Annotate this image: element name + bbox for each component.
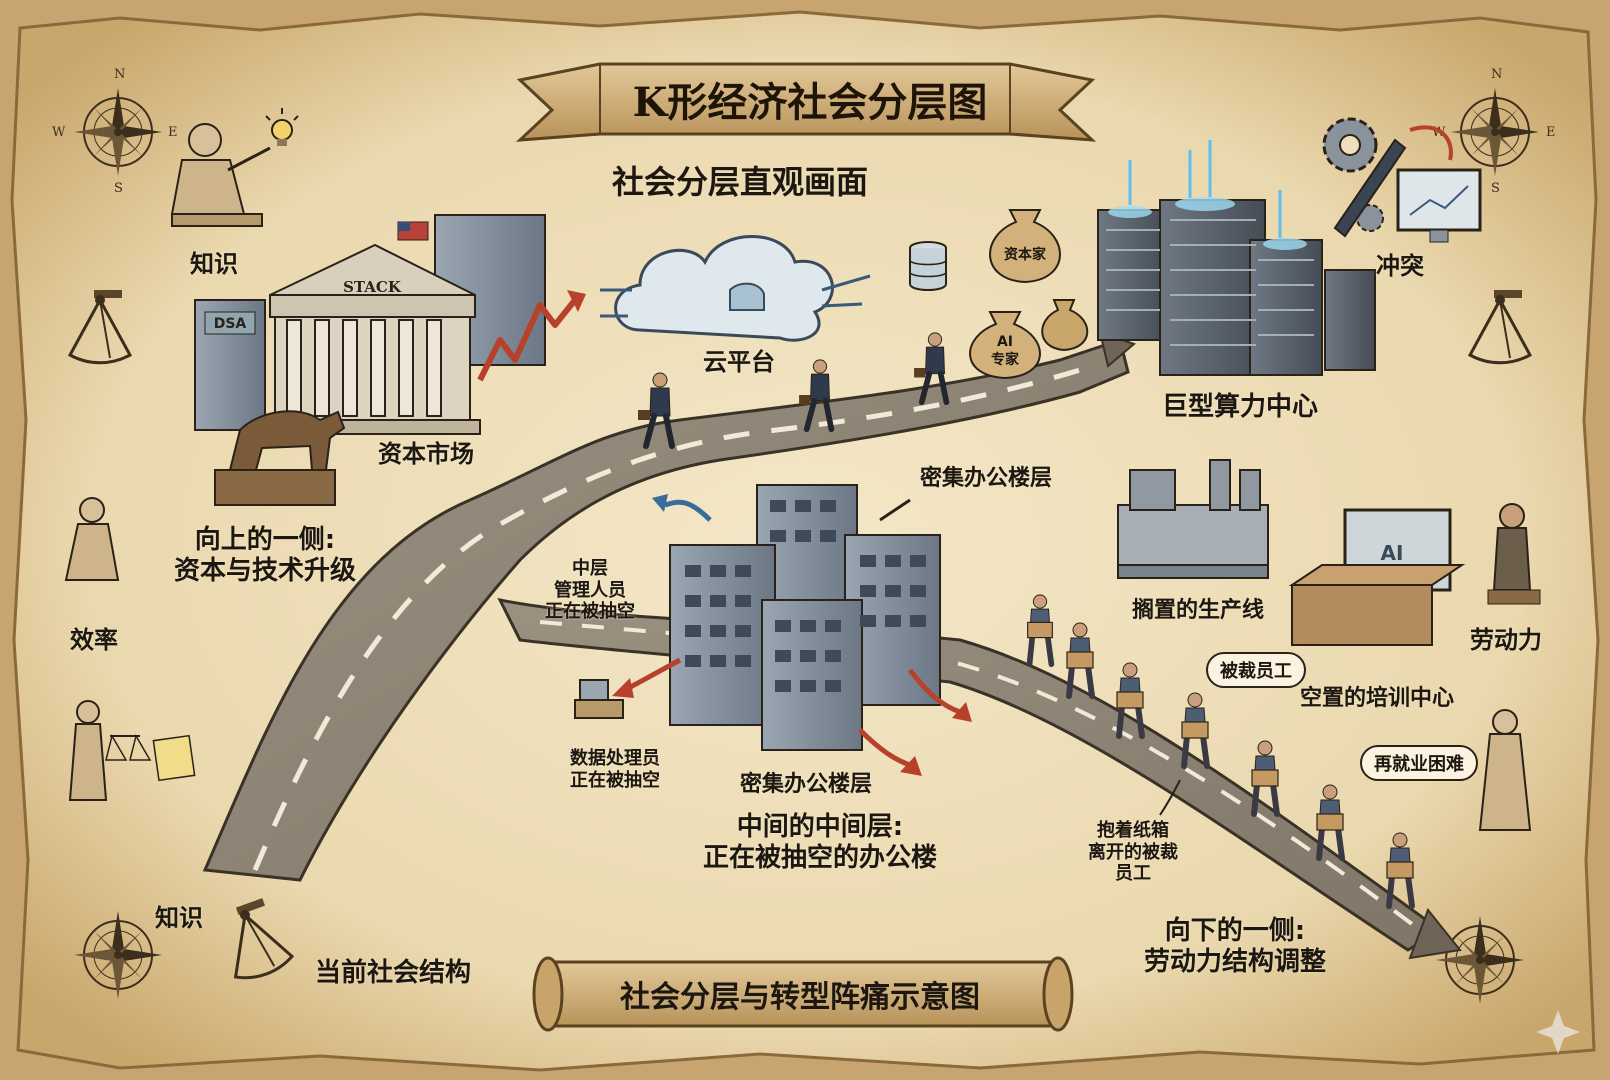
compute-center-label: 巨型算力中心 [1162, 392, 1319, 422]
ai-bag-label-line2: 专家 [991, 351, 1020, 368]
downward-side-heading: 向下的一侧: 劳动力结构调整 [1100, 916, 1370, 978]
empty-training-center-label: 空置的培训中心 [1300, 686, 1455, 711]
sparkle-icon [1536, 1010, 1580, 1054]
compass-e-label: E [1546, 125, 1556, 140]
rising-arrow-head [567, 290, 586, 312]
reemployment-speech-bubble: 再就业困难 [1360, 745, 1478, 781]
capital-market-label: 资本市场 [378, 440, 474, 468]
mid-manager-line3: 正在被抽空 [545, 601, 635, 623]
scales-icon [68, 700, 152, 801]
monitor-icon [1396, 168, 1482, 243]
carrying-line2: 离开的被裁 [1088, 841, 1178, 863]
cloud-icon [600, 235, 871, 342]
bull-statue-icon [214, 410, 346, 506]
page-subtitle: 社会分层直观画面 [611, 163, 868, 201]
conflict-label: 冲突 [1376, 252, 1424, 280]
pointer-line [1159, 779, 1181, 816]
abandoned-desk-icon [574, 679, 624, 719]
knowledge-label-top: 知识 [190, 250, 238, 278]
mid-manager-label: 中层 管理人员 正在被抽空 [530, 558, 650, 623]
money-bag-icon [969, 209, 1089, 380]
statue-figure [1478, 709, 1532, 831]
labor-label: 劳动力 [1470, 626, 1542, 654]
conflict-arrows-icon [1409, 125, 1453, 161]
cloud-platform-label: 云平台 [703, 348, 775, 376]
data-clerk-line1: 数据处理员 [570, 748, 660, 769]
bottom-banner [532, 956, 1074, 1032]
database-icon [909, 241, 947, 291]
data-clerk-label: 数据处理员 正在被抽空 [555, 748, 675, 791]
middle-layer-heading: 中间的中间层: 正在被抽空的办公楼 [660, 812, 980, 874]
office-building-icon [669, 484, 941, 751]
dense-office-label-bottom: 密集办公楼层 [740, 772, 873, 797]
compass-e-label: E [168, 125, 178, 140]
laid-off-speech-bubble: 被裁员工 [1206, 652, 1306, 688]
page-title: K形经济社会分层图 [632, 79, 988, 126]
mid-manager-line1: 中层 [572, 558, 608, 579]
upward-heading-line2: 资本与技术升级 [173, 556, 356, 587]
empty-training-center [1288, 508, 1466, 646]
current-structure-label: 当前社会结构 [315, 958, 472, 988]
mid-manager-line2: 管理人员 [554, 579, 626, 601]
rising-arrow-icon [477, 298, 578, 382]
stack-sign: STACK [343, 278, 402, 296]
compass-w-label: W [52, 125, 66, 140]
capitalist-bag-label: 资本家 [1004, 246, 1047, 263]
ai-screen-label: AI [1381, 541, 1404, 565]
dsa-sign: DSA [214, 316, 247, 332]
lightbulb-icon [265, 108, 299, 146]
dense-office-label-top: 密集办公楼层 [920, 466, 1053, 491]
carrying-line1: 抱着纸箱 [1097, 820, 1169, 841]
pen-icon [1333, 138, 1407, 238]
scholar-figure [170, 123, 271, 227]
efficiency-label: 效率 [70, 626, 118, 654]
idle-production-line [1117, 459, 1269, 579]
seated-figure [64, 497, 120, 581]
knowledge-label-bottom: 知识 [155, 904, 203, 932]
downward-heading-line1: 向下的一侧: [1164, 916, 1306, 946]
bottom-banner-title: 社会分层与转型阵痛示意图 [620, 980, 980, 1015]
compass-n-label: N [114, 67, 125, 82]
server-rack-icon [1097, 140, 1376, 376]
compass-n-label: N [1491, 67, 1502, 82]
sticky-note-icon [152, 734, 196, 782]
compass-s-label: S [1491, 181, 1500, 196]
outflow-arrows [623, 498, 961, 768]
carrying-boxes-label: 抱着纸箱 离开的被裁 员工 [1078, 820, 1188, 885]
upward-side-heading: 向上的一侧: 资本与技术升级 [150, 525, 380, 587]
k-road [202, 330, 1462, 960]
gear-icon [1322, 117, 1384, 232]
compass-s-label: S [114, 181, 123, 196]
data-clerk-line2: 正在被抽空 [570, 769, 660, 791]
upward-heading-line1: 向上的一侧: [194, 525, 336, 555]
ai-bag-label-line1: AI [997, 334, 1013, 350]
laborer-figure [1487, 503, 1541, 605]
middle-heading-line2: 正在被抽空的办公楼 [702, 843, 937, 874]
idle-production-line-label: 搁置的生产线 [1132, 598, 1265, 623]
carrying-line3: 员工 [1115, 863, 1151, 885]
title-banner [515, 62, 1097, 142]
middle-heading-line1: 中间的中间层: [736, 812, 904, 842]
downward-heading-line2: 劳动力结构调整 [1143, 947, 1326, 978]
